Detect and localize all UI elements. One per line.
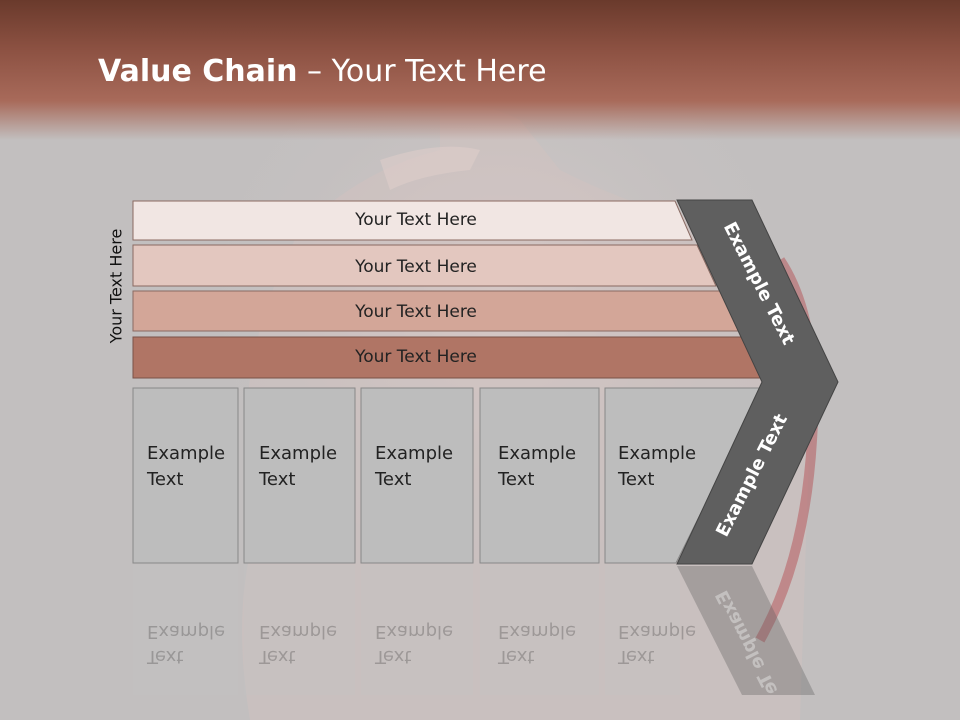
reflection-col5-l2: Text	[617, 646, 654, 667]
title-bold: Value Chain	[98, 54, 298, 89]
column-2	[243, 387, 356, 564]
column-5-line2: Text	[617, 469, 654, 490]
column-4-line1: Example	[498, 443, 576, 464]
reflection-col1-l1: Example	[147, 621, 225, 642]
title-rest: – Your Text Here	[297, 54, 547, 89]
band-3-label: Your Text Here	[354, 302, 477, 322]
column-4	[479, 387, 600, 564]
band-2	[132, 244, 717, 287]
column-5	[604, 387, 764, 564]
band-1	[132, 200, 693, 241]
column-1-line1: Example	[147, 443, 225, 464]
reflection: Text Example Text Example Text Example T…	[133, 565, 815, 698]
column-3-line2: Text	[374, 469, 411, 490]
reflection-col3-l2: Text	[374, 646, 411, 667]
reflection-col5-l1: Example	[618, 621, 696, 642]
reflection-col3-l1: Example	[375, 621, 453, 642]
page-title: Value Chain – Your Text Here	[98, 54, 547, 89]
band-2-label: Your Text Here	[354, 257, 477, 277]
reflection-col1-l2: Text	[146, 646, 183, 667]
column-4-line2: Text	[497, 469, 534, 490]
reflection-col4-l2: Text	[497, 646, 534, 667]
column-3	[360, 387, 474, 564]
reflection-col2-l1: Example	[259, 621, 337, 642]
chevron-arrow	[676, 199, 839, 565]
reflection-col4-l1: Example	[498, 621, 576, 642]
column-3-line1: Example	[375, 443, 453, 464]
column-2-line1: Example	[259, 443, 337, 464]
column-1	[132, 387, 239, 564]
column-5-line1: Example	[618, 443, 696, 464]
column-1-line2: Text	[146, 469, 183, 490]
header-bar	[0, 0, 960, 140]
reflection-col2-l2: Text	[258, 646, 295, 667]
band-1-label: Your Text Here	[354, 210, 477, 230]
band-4-label: Your Text Here	[354, 347, 477, 367]
column-2-line2: Text	[258, 469, 295, 490]
